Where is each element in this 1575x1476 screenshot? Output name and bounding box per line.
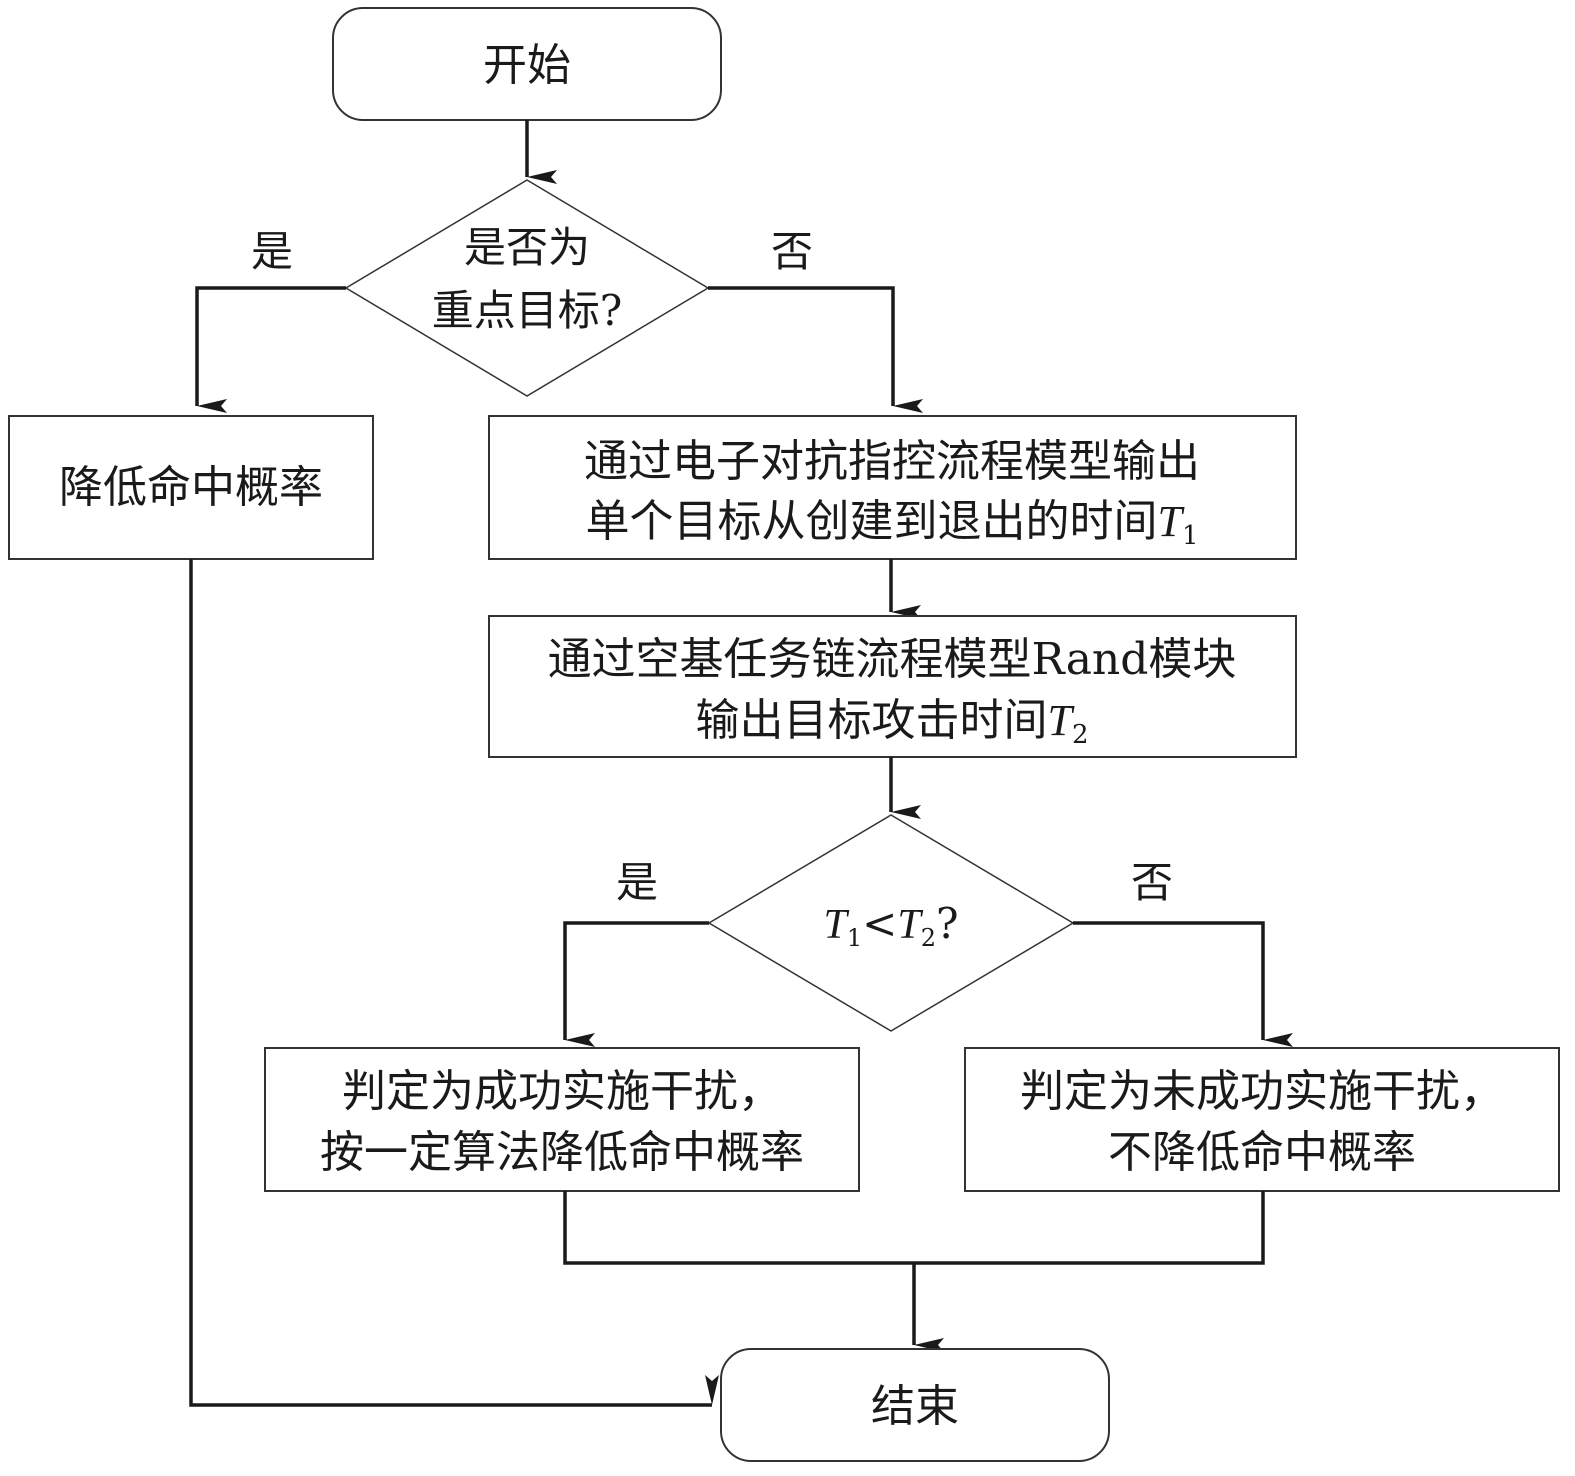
decision1-line1: 是否为 — [464, 223, 590, 272]
success-line2: 按一定算法降低命中概率 — [320, 1127, 804, 1178]
end-node: 结束 — [720, 1348, 1110, 1462]
arrow-decision1-no — [708, 286, 923, 413]
step2-line1: 通过空基任务链流程模型Rand模块 — [548, 634, 1237, 685]
decision1-no-label: 否 — [771, 227, 813, 276]
decision2-node: T1<T2? — [707, 814, 1075, 1032]
decision1-node: 是否为 重点目标? — [344, 179, 710, 397]
merge-line — [563, 1191, 1265, 1265]
step1-box: 通过电子对抗指控流程模型输出 单个目标从创建到退出的时间T1 — [488, 415, 1297, 560]
arrow-reduce-to-end — [189, 559, 719, 1407]
arrow-decision2-no — [1073, 921, 1293, 1047]
fail-line2: 不降低命中概率 — [1108, 1127, 1416, 1178]
decision2-yes-label: 是 — [616, 858, 658, 907]
reduce-probability-label: 降低命中概率 — [59, 462, 323, 513]
step2-line2: 输出目标攻击时间T2 — [695, 695, 1088, 750]
start-node: 开始 — [332, 7, 722, 121]
fail-box: 判定为未成功实施干扰， 不降低命中概率 — [964, 1047, 1560, 1192]
decision1-line2: 重点目标? — [432, 286, 623, 335]
step1-line1: 通过电子对抗指控流程模型输出 — [584, 436, 1200, 487]
decision1-yes-label: 是 — [251, 227, 293, 276]
decision2-no-label: 否 — [1131, 858, 1173, 907]
success-box: 判定为成功实施干扰， 按一定算法降低命中概率 — [264, 1047, 860, 1192]
start-label: 开始 — [483, 40, 571, 91]
decision2-condition: T1<T2? — [823, 899, 958, 952]
end-label: 结束 — [871, 1381, 959, 1432]
step2-box: 通过空基任务链流程模型Rand模块 输出目标攻击时间T2 — [488, 615, 1297, 758]
fail-line1: 判定为未成功实施干扰， — [1020, 1066, 1504, 1117]
success-line1: 判定为成功实施干扰， — [342, 1066, 782, 1117]
arrow-decision2-yes — [563, 921, 709, 1047]
arrow-decision1-yes — [195, 286, 346, 413]
reduce-probability-box: 降低命中概率 — [8, 415, 374, 560]
step1-line2: 单个目标从创建到退出的时间T1 — [585, 496, 1198, 551]
